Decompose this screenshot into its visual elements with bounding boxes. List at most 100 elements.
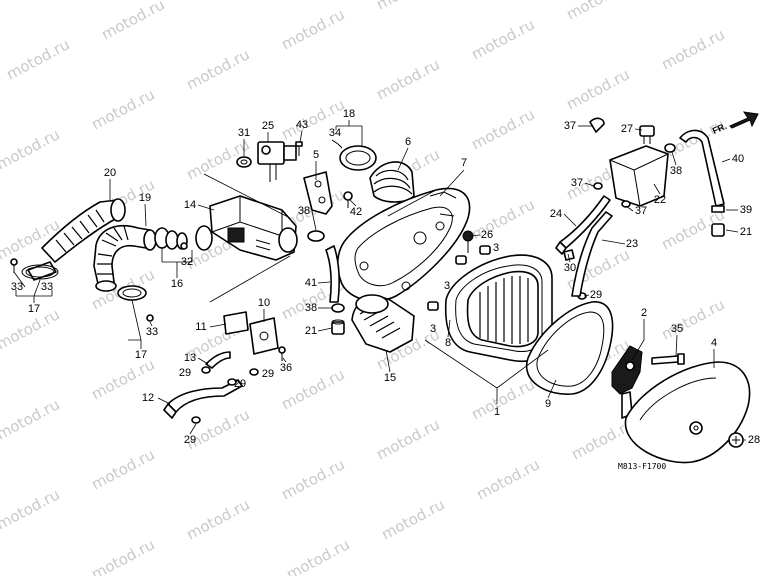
callout-42: 42 (350, 206, 362, 218)
callout-28: 28 (748, 434, 760, 446)
callout-2: 2 (641, 307, 647, 319)
watermark-text: motod.ru (183, 45, 252, 93)
callout-17: 17 (28, 303, 40, 315)
part-6-rubber-connector (369, 161, 415, 203)
part-3-grommets (427, 245, 491, 311)
callout-29: 29 (179, 367, 191, 379)
part-25-solenoid-valve (257, 141, 297, 182)
part-7-air-cleaner-case (336, 187, 471, 302)
watermark-text: motod.ru (373, 415, 442, 463)
callout-9: 9 (545, 398, 551, 410)
watermark-text: motod.ru (88, 445, 157, 493)
part-37-clips (589, 117, 631, 208)
callout-30: 30 (564, 262, 576, 274)
callout-26: 26 (481, 229, 493, 241)
part-4-cleaner-cover (624, 361, 751, 464)
callout-33: 33 (146, 326, 158, 338)
callout-22: 22 (654, 194, 666, 206)
callout-38: 38 (670, 165, 682, 177)
watermark-text: motod.ru (473, 455, 542, 503)
part-14-chamber-housing (195, 195, 298, 261)
callout-35: 35 (671, 323, 683, 335)
diagram-code: M813-F1700 (618, 462, 666, 471)
watermark-text: motod.ru (658, 115, 727, 163)
part-31-o-ring (236, 156, 252, 168)
callout-10: 10 (258, 297, 270, 309)
watermark-text: motod.ru (563, 0, 632, 24)
part-28-cover-nut (728, 432, 744, 448)
part-17-clamps (21, 264, 147, 301)
callout-17: 17 (135, 349, 147, 361)
part-29-hose-clips (191, 292, 587, 424)
watermark-text: motod.ru (0, 485, 63, 533)
watermark-text: motod.ru (658, 295, 727, 343)
watermark-text: motod.ru (278, 5, 347, 53)
callout-12: 12 (142, 392, 154, 404)
watermark-text: motod.ru (468, 105, 537, 153)
part-42-bolt (343, 191, 353, 208)
callout-3: 3 (444, 280, 450, 292)
part-9-seal (525, 301, 614, 395)
callout-24: 24 (550, 208, 562, 220)
watermark-text: motod.ru (468, 195, 537, 243)
watermark-text: motod.ru (88, 85, 157, 133)
callout-labels: 1233345678910111213141516171718192021212… (11, 108, 760, 446)
callout-38: 38 (298, 205, 310, 217)
callout-31: 31 (238, 127, 250, 139)
callout-27: 27 (621, 123, 633, 135)
watermark-text: motod.ru (658, 25, 727, 73)
watermark-text: motod.ru (373, 55, 442, 103)
callout-3: 3 (430, 323, 436, 335)
callout-14: 14 (184, 199, 196, 211)
callout-43: 43 (296, 119, 308, 131)
callout-21: 21 (740, 226, 752, 238)
part-24-tube (555, 195, 611, 255)
callout-29: 29 (262, 368, 274, 380)
front-arrow-icon (729, 111, 759, 129)
watermark-text: motod.ru (193, 0, 262, 4)
part-12-hose (163, 379, 243, 419)
callout-23: 23 (626, 238, 638, 250)
part-32-33-screws (10, 242, 188, 322)
watermark-text: motod.ru (0, 125, 63, 173)
callout-20: 20 (104, 167, 116, 179)
part-22-breather-separator (609, 145, 669, 207)
callout-4: 4 (711, 337, 717, 349)
callout-39: 39 (740, 204, 752, 216)
callout-29: 29 (184, 434, 196, 446)
part-36-screw (278, 346, 286, 361)
part-35-long-bolt (651, 353, 685, 365)
part-19-elbow-duct (93, 224, 157, 292)
callout-29: 29 (590, 289, 602, 301)
callout-37: 37 (564, 120, 576, 132)
watermark-text: motod.ru (373, 0, 442, 14)
part-10-11-valve-parts (223, 311, 279, 355)
part-30-joint (563, 249, 575, 261)
callout-38: 38 (305, 302, 317, 314)
part-5-bracket (303, 171, 333, 215)
callout-8: 8 (445, 337, 451, 349)
watermark-text: motod.ru (283, 535, 352, 576)
callout-13: 13 (184, 352, 196, 364)
part-26-bolt (462, 230, 474, 253)
callout-37: 37 (635, 205, 647, 217)
callout-6: 6 (405, 136, 411, 148)
parts-illustration (10, 111, 759, 464)
callout-11: 11 (195, 321, 206, 333)
part-13-hose (205, 351, 231, 369)
part-27-cap (639, 125, 655, 144)
callout-32: 32 (181, 256, 193, 268)
watermark-text: motod.ru (183, 405, 252, 453)
callout-5: 5 (313, 149, 319, 161)
callout-40: 40 (732, 153, 744, 165)
callout-29: 29 (234, 378, 246, 390)
callout-34: 34 (329, 127, 341, 139)
watermark-text: motod.ru (98, 0, 167, 44)
callout-41: 41 (305, 277, 317, 289)
part-1-air-filter-element (466, 270, 539, 348)
callout-21: 21 (305, 325, 317, 337)
callout-15: 15 (384, 372, 396, 384)
part-43-screw (295, 141, 303, 156)
